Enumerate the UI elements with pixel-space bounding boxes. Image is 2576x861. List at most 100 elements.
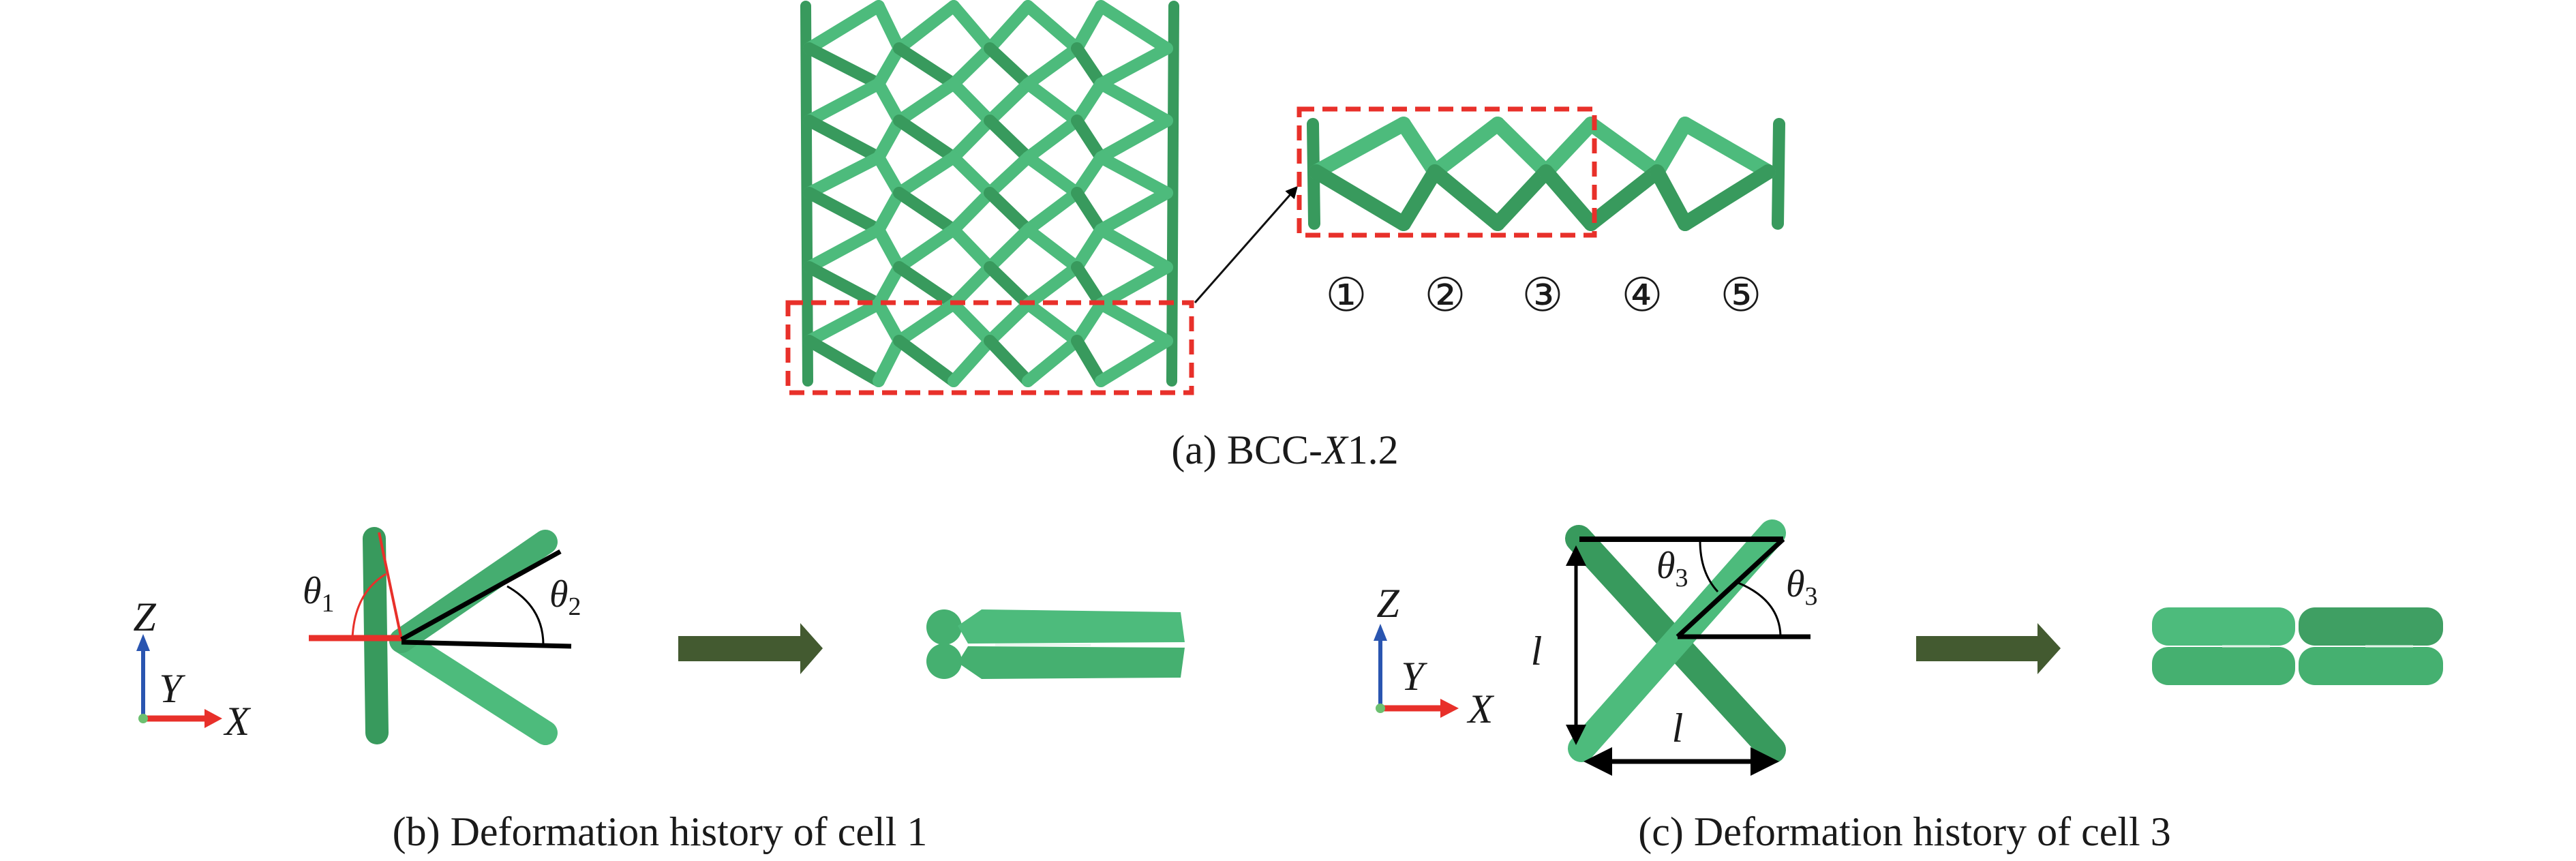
- strut: [873, 78, 905, 127]
- strut: [1071, 298, 1107, 347]
- strut: [1071, 224, 1107, 273]
- strut: [1772, 118, 1785, 230]
- strut: [803, 224, 885, 273]
- strut: [1490, 117, 1554, 179]
- strut: [948, 78, 996, 127]
- compressed-strut: [2152, 607, 2295, 646]
- cell-number-1: ①: [1326, 269, 1367, 321]
- theta-symbol: θ: [1656, 545, 1676, 587]
- cell-number-4: ④: [1622, 269, 1663, 321]
- strut: [893, 335, 960, 387]
- x-arrowhead-icon: [204, 709, 222, 728]
- panel-b: Z Y X θ1 θ2 (b) Deformation hist: [133, 527, 1185, 854]
- caption-a-suffix: 1.2: [1348, 427, 1399, 472]
- theta-symbol: θ: [303, 570, 322, 612]
- strut: [873, 151, 905, 199]
- cell-number-3: ③: [1522, 269, 1564, 321]
- deformation-arrow-c: [1916, 623, 2061, 674]
- strut: [1022, 224, 1083, 273]
- subscript: 1: [322, 589, 335, 618]
- right-arrow-icon: [1916, 623, 2061, 674]
- origin-icon: [138, 714, 148, 723]
- cell-number-2: ②: [1425, 269, 1466, 321]
- strut: [893, 261, 960, 310]
- cell-number-labels: ① ② ③ ④ ⑤: [1326, 269, 1762, 321]
- strut: [1071, 115, 1107, 164]
- strut: [984, 42, 1034, 90]
- strut: [873, 261, 905, 310]
- cell-1-deformed: [926, 609, 1185, 679]
- strut: [948, 335, 996, 387]
- strut: [1022, 115, 1083, 164]
- strut: [1427, 164, 1505, 231]
- strut: [1095, 151, 1173, 199]
- strut: [1095, 0, 1173, 55]
- angle-ref-strut-line: [400, 549, 562, 642]
- axis-label-z: Z: [1376, 581, 1399, 626]
- strut: [1071, 42, 1107, 90]
- strut: [1650, 117, 1693, 179]
- strut: [1022, 42, 1083, 90]
- strut-end: [926, 609, 962, 645]
- axis-label-y: Y: [1401, 654, 1427, 699]
- strut: [803, 42, 885, 90]
- strut: [1309, 117, 1411, 179]
- strut: [1022, 298, 1083, 347]
- length-label-vertical: l: [1531, 629, 1543, 674]
- strut: [1071, 0, 1107, 55]
- strut: [948, 224, 996, 273]
- strut: [1539, 117, 1598, 179]
- caption-a: (a) BCC-X1.2: [1171, 427, 1398, 472]
- strut: [1678, 164, 1776, 231]
- strut: [893, 115, 960, 164]
- angle-arc-3a: [1699, 540, 1719, 593]
- strut: [893, 298, 960, 347]
- selection-box-lattice: [785, 300, 1194, 395]
- caption-a-prefix: (a) BCC-: [1171, 427, 1322, 472]
- axis-label-x: X: [1467, 686, 1495, 731]
- compressed-strut: [2299, 647, 2443, 685]
- strut: [1396, 164, 1442, 231]
- cell-1-undeformed: θ1 θ2: [303, 527, 581, 745]
- strut: [873, 298, 905, 347]
- theta-symbol: θ: [549, 573, 569, 616]
- strut: [984, 187, 1034, 236]
- strut: [984, 261, 1034, 310]
- strut: [984, 298, 1034, 347]
- strut: [948, 42, 996, 90]
- caption-a-italic: X: [1321, 427, 1349, 472]
- strut: [1427, 117, 1505, 179]
- strut: [803, 335, 885, 387]
- strut: [948, 115, 996, 164]
- theta-symbol: θ: [1786, 563, 1805, 605]
- strut: [1095, 224, 1173, 273]
- angle-arc-1: [351, 573, 387, 639]
- strut: [873, 42, 905, 90]
- strut: [948, 0, 996, 55]
- strut: [893, 78, 960, 127]
- strut: [1678, 117, 1776, 179]
- strut: [873, 187, 905, 236]
- compressed-strut: [958, 646, 1185, 679]
- angle-ref-horizontal-black: [401, 639, 572, 649]
- strut: [1071, 78, 1107, 127]
- strut: [1022, 151, 1083, 199]
- cell-3-undeformed: l l θ3 θ3: [1531, 519, 1818, 776]
- strut: [1095, 298, 1173, 347]
- strut: [1022, 0, 1083, 55]
- strut: [1396, 117, 1442, 179]
- strut-end: [926, 644, 962, 679]
- strut: [1650, 164, 1693, 231]
- right-arrow-icon: [678, 623, 823, 674]
- angle-ref-diagonal: [1676, 537, 1785, 639]
- strut: [984, 0, 1034, 55]
- strut: [893, 187, 960, 236]
- strut: [1095, 115, 1173, 164]
- length-label-horizontal: l: [1672, 706, 1684, 751]
- compressed-strut: [2299, 607, 2443, 646]
- strut: [873, 224, 905, 273]
- strut: [873, 335, 905, 387]
- strut: [873, 115, 905, 164]
- strut: [893, 42, 960, 90]
- angle-arc-3b: [1738, 581, 1782, 636]
